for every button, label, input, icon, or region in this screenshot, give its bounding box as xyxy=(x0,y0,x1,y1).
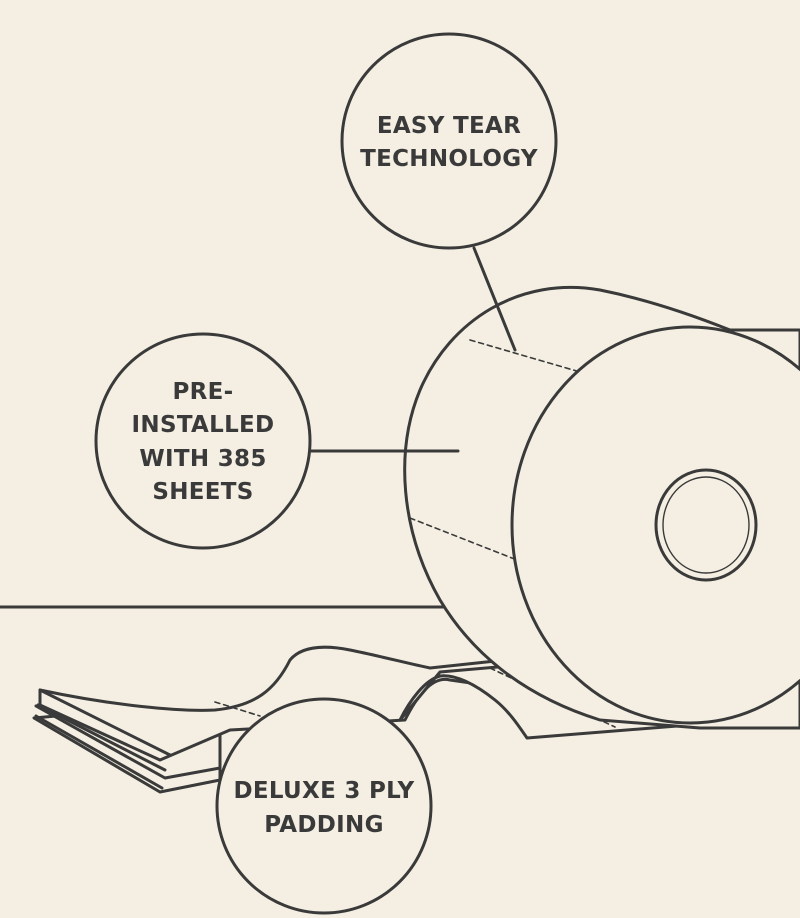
callout-easy-tear-line1: EASY TEAR xyxy=(377,113,521,139)
callout-deluxe-ply-line2: PADDING xyxy=(264,812,384,838)
paper-roll xyxy=(403,285,800,730)
callout-pre-installed-line1: PRE- xyxy=(172,379,233,405)
callout-easy-tear: EASY TEAR TECHNOLOGY xyxy=(360,113,538,172)
roll-core-outer xyxy=(654,468,758,582)
connector-easy-tear xyxy=(472,246,517,352)
callout-pre-installed-line4: SHEETS xyxy=(152,479,253,505)
callout-pre-installed-line2: INSTALLED xyxy=(132,412,275,438)
callout-circle-deluxe-ply xyxy=(215,697,433,915)
callout-deluxe-ply: DELUXE 3 PLY PADDING xyxy=(234,778,415,838)
roll-perforation-bottom xyxy=(409,517,518,561)
roll-perforation-top xyxy=(469,339,581,373)
callout-deluxe-ply-line1: DELUXE 3 PLY xyxy=(234,778,415,804)
sheet-perforation xyxy=(214,701,261,717)
callout-easy-tear-line2: TECHNOLOGY xyxy=(360,146,538,172)
roll-core-inner xyxy=(662,476,750,574)
callout-pre-installed-line3: WITH 385 xyxy=(139,446,266,472)
callout-pre-installed: PRE- INSTALLED WITH 385 SHEETS xyxy=(132,379,275,505)
callout-circle-pre-installed xyxy=(94,332,312,550)
callout-circle-easy-tear xyxy=(340,32,558,250)
